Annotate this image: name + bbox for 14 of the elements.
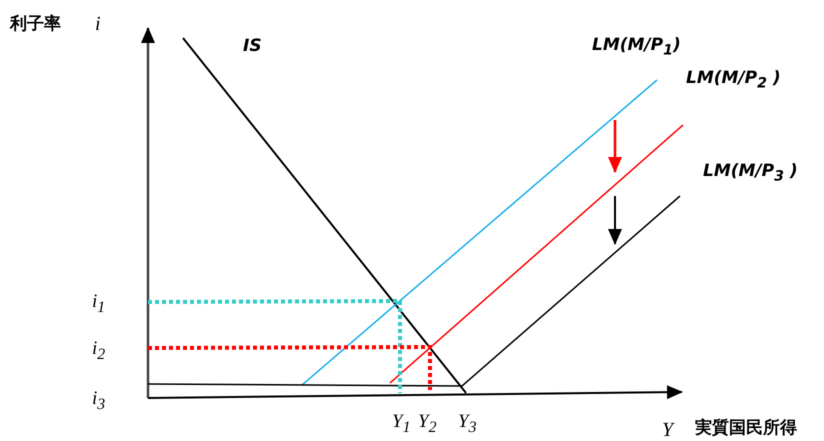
tick-label: Y$_{3}$ [458,412,476,436]
axis-label: 実質国民所得 [695,420,797,437]
curve-label: LM(M/P$_{1}$) [592,37,681,58]
axis-label: i [95,14,101,34]
curve-label: LM(M/P$_{2}$ ) [686,70,781,91]
curve-label: IS [243,38,262,55]
tick-label: i$_{2}$ [92,339,106,363]
tick-label: i$_{1}$ [92,292,106,316]
curve-label: LM(M/P$_{3}$ ) [703,163,798,184]
axis-label: 利子率 [10,16,61,33]
tick-label: Y$_{2}$ [418,412,436,436]
tick-label: i$_{3}$ [92,389,106,413]
axis-label: Y [662,420,674,440]
tick-label: Y$_{1}$ [392,412,410,436]
